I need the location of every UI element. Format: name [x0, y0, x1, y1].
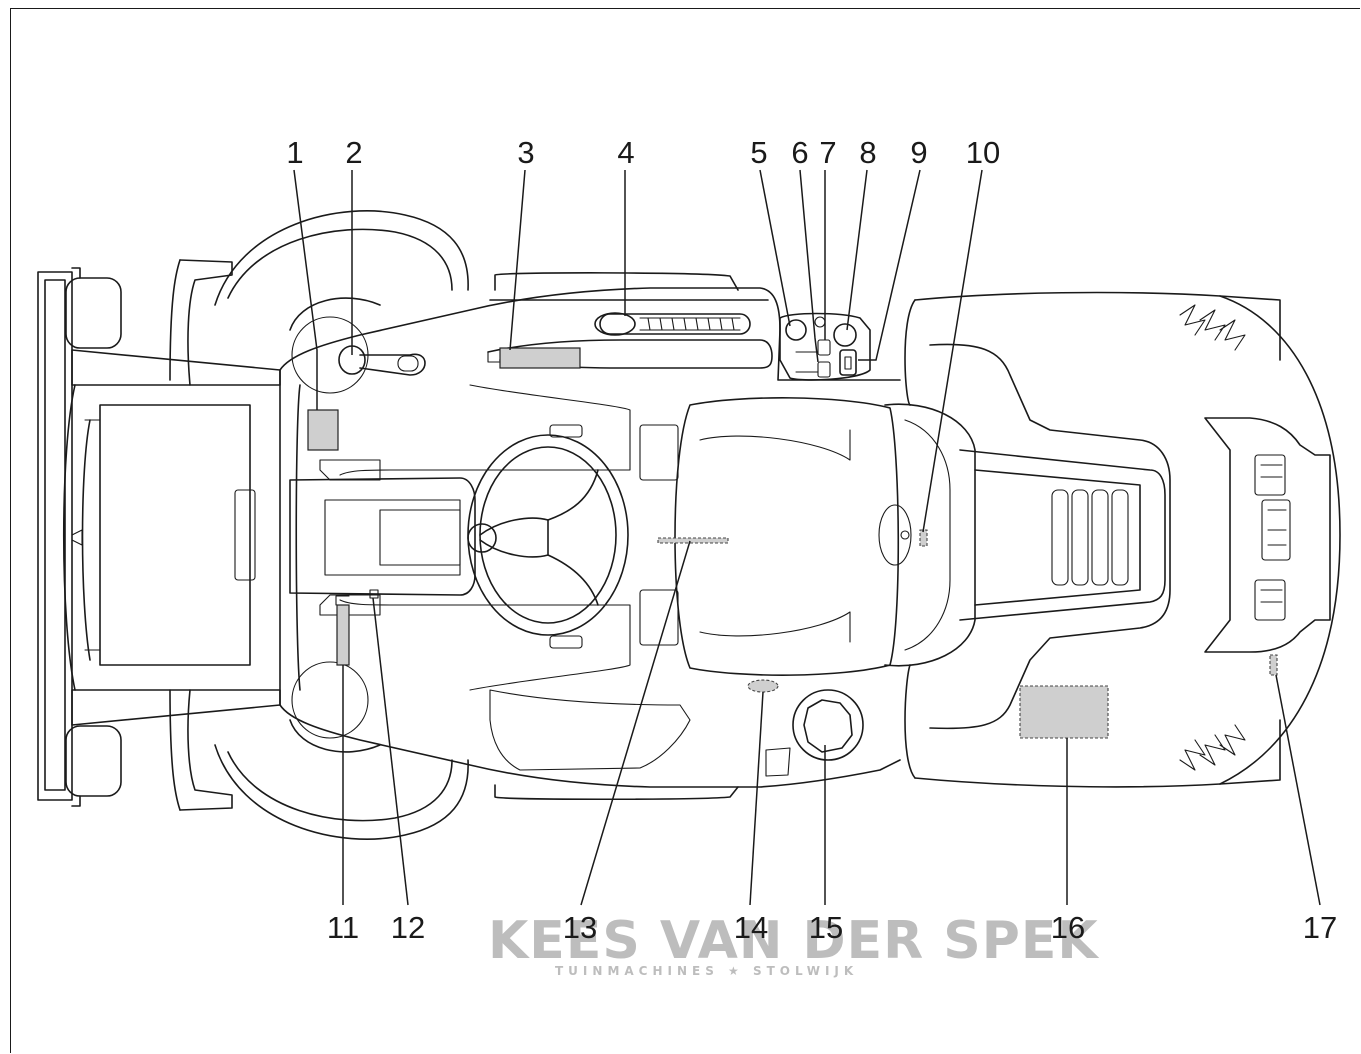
front-bumper [37, 267, 122, 807]
lever-11-highlight [336, 604, 350, 666]
callout-11: 11 [327, 910, 359, 945]
pedal-1-highlight [307, 409, 339, 451]
callout-10: 10 [966, 135, 1000, 170]
seat [674, 397, 976, 676]
spot-13-highlight [657, 537, 729, 544]
callout-1: 1 [286, 135, 303, 170]
controls-panel [487, 312, 871, 381]
steering [289, 434, 629, 636]
watermark-line1: KEES VAN DER SPEK [488, 911, 1099, 971]
lever-3-highlight [499, 347, 581, 369]
callout-14: 14 [734, 910, 768, 945]
callout-7: 7 [819, 135, 836, 170]
watermark: KEES VAN DER SPEK TUINMACHINES ★ STOLWIJ… [488, 911, 1099, 978]
chassis-body [279, 272, 901, 801]
spot-14-highlight [747, 679, 779, 693]
leader-lines [293, 169, 1321, 906]
callout-16: 16 [1051, 910, 1085, 945]
spot-17-highlight [1269, 654, 1278, 676]
callout-4: 4 [617, 135, 634, 170]
callout-8: 8 [859, 135, 876, 170]
callout-9: 9 [910, 135, 927, 170]
callout-15: 15 [809, 910, 843, 945]
cutting-deck [214, 210, 469, 840]
callout-3: 3 [517, 135, 534, 170]
spot-10-highlight [919, 529, 928, 547]
callout-2: 2 [345, 135, 362, 170]
watermark-line2: TUINMACHINES ★ STOLWIJK [555, 964, 858, 978]
callout-12: 12 [391, 910, 425, 945]
callout-labels: 1 2 3 4 5 6 7 8 9 10 11 12 13 14 15 16 1… [286, 135, 1337, 945]
callout-13: 13 [563, 910, 597, 945]
callout-5: 5 [750, 135, 767, 170]
figure-frame [10, 8, 1360, 1053]
fuel-area [657, 529, 928, 777]
callout-6: 6 [791, 135, 808, 170]
label-16-highlight [1019, 685, 1109, 739]
callout-17: 17 [1303, 910, 1337, 945]
engine-hood [904, 291, 1341, 788]
front-frame [62, 259, 281, 811]
